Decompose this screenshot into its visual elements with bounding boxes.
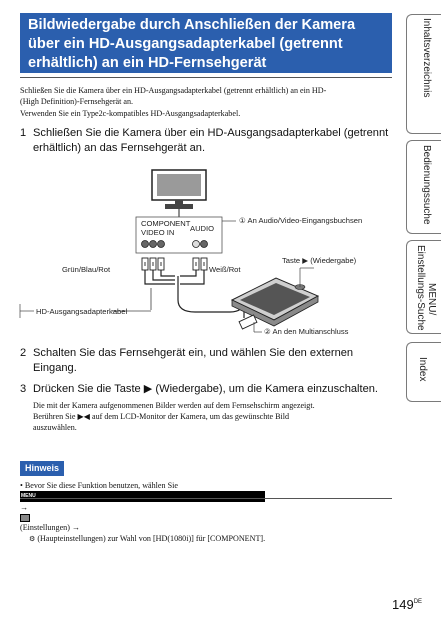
adapter-cable <box>144 270 245 313</box>
intro-text: Schließen Sie die Kamera über ein HD-Aus… <box>20 85 392 119</box>
tab-index[interactable]: Index <box>406 342 441 402</box>
tab-menu-label-1: MENU/ <box>426 283 437 315</box>
title-line-2: über ein HD-Ausgangsadapterkabel (getren… <box>28 36 343 52</box>
component-plugs <box>141 257 165 271</box>
page-title: Bildwiedergabe durch Anschließen der Kam… <box>20 13 392 73</box>
cable-label: HD-Ausgangsadapterkabel <box>36 307 127 316</box>
callout-1: ① An Audio/Video-Eingangsbuchsen <box>239 216 362 225</box>
menu-icon: MENU <box>20 491 266 503</box>
page-number-value: 149 <box>392 597 414 612</box>
component-jacks <box>141 240 165 248</box>
tab-bedienungssuche[interactable]: Bedienungssuche <box>406 140 441 234</box>
hinweis-text: • Bevor Sie diese Funktion benutzen, wäh… <box>20 480 266 545</box>
page-number-suffix: DE <box>413 599 423 605</box>
note-line-1: Die mit der Kamera aufgenommenen Bilder … <box>33 401 315 410</box>
page-number: 149DE <box>392 597 422 612</box>
component-label: COMPONENT <box>141 219 191 228</box>
step-3: 3 Drücken Sie die Taste ▶ (Wiedergabe), … <box>20 382 392 398</box>
weiss-rot-label: Weiß/Rot <box>209 265 241 274</box>
title-line-3: erhältlich) an ein HD-Fernsehgerät <box>28 55 267 71</box>
note-line-3: auszuwählen. <box>33 423 77 433</box>
hinweis-arrow: → <box>20 503 29 513</box>
intro-line-3: Verwenden Sie ein Type2c-kompatibles HD-… <box>20 108 241 118</box>
step-1-number: 1 <box>20 127 27 139</box>
hinweis-badge: Hinweis <box>20 461 64 476</box>
tab-menu-einstellungs-suche[interactable]: MENU/ Einstellungs-Suche <box>406 240 441 334</box>
camera-icon <box>230 277 320 327</box>
title-divider <box>20 77 392 78</box>
multi-connector <box>238 312 258 330</box>
tab-menu-label-2: Einstellungs-Suche <box>415 245 426 331</box>
audio-plugs <box>192 257 208 271</box>
intro-line-2: (High Definition)-Fernsehgerät an. <box>20 97 134 107</box>
tab-bedienungssuche-label: Bedienungssuche <box>421 145 432 225</box>
callout-2: ② An den Multianschluss <box>264 327 349 336</box>
settings-icon <box>20 513 30 522</box>
step-2-number: 2 <box>20 347 27 359</box>
step-3-note: Die mit der Kamera aufgenommenen Bilder … <box>33 400 315 434</box>
step-1-line-1: Schließen Sie die Kamera über ein HD-Aus… <box>33 127 389 139</box>
step-3-number: 3 <box>20 383 27 395</box>
step-2-line-1: Schalten Sie das Fernsehgerät ein, und w… <box>33 347 354 359</box>
tab-inhaltsverzeichnis[interactable]: Inhaltsverzeichnis <box>406 14 441 134</box>
tv-input-panel <box>135 216 223 254</box>
audio-jacks <box>192 240 208 248</box>
gruen-blau-rot-label: Grün/Blau/Rot <box>62 265 111 274</box>
main-settings-icon: ⚙ <box>29 535 36 543</box>
step-3-line-1: Drücken Sie die Taste ▶ (Wiedergabe), um… <box>33 383 379 395</box>
step-1-line-2: erhältlich) an das Fernsehgerät an. <box>33 142 206 154</box>
tv-icon <box>151 169 207 217</box>
hinweis-line-1a: • Bevor Sie diese Funktion benutzen, wäh… <box>20 481 178 490</box>
title-line-1: Bildwiedergabe durch Anschließen der Kam… <box>28 17 356 33</box>
hinweis-line-1c: (Einstellungen) → <box>20 522 81 532</box>
hinweis-divider <box>20 498 392 499</box>
tab-inhaltsverzeichnis-label: Inhaltsverzeichnis <box>421 18 432 97</box>
audio-label: AUDIO <box>190 224 214 233</box>
step-2-line-2: Eingang. <box>33 362 77 374</box>
tab-index-label: Index <box>417 357 428 381</box>
hinweis-line-2: (Haupteinstellungen) zur Wahl von [HD(10… <box>37 533 266 543</box>
taste-label: Taste ▶ (Wiedergabe) <box>282 256 357 265</box>
step-2: 2 Schalten Sie das Fernsehgerät ein, und… <box>20 346 392 378</box>
note-line-2: Berühren Sie ▶◀ auf dem LCD-Monitor der … <box>33 412 290 422</box>
step-1: 1 Schließen Sie die Kamera über ein HD-A… <box>20 126 392 158</box>
intro-line-1: Schließen Sie die Kamera über ein HD-Aus… <box>20 86 327 95</box>
video-in-label-text: VIDEO IN <box>141 228 174 237</box>
